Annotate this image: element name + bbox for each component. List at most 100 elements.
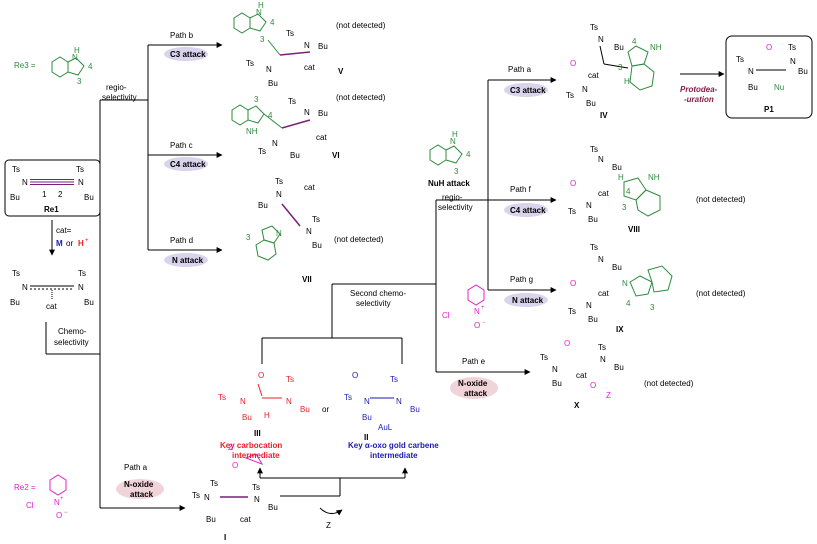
- svg-text:cat: cat: [588, 71, 599, 80]
- svg-text:selectivity: selectivity: [356, 299, 391, 308]
- svg-text:Bu: Bu: [588, 315, 598, 324]
- svg-text:Ts: Ts: [246, 59, 254, 68]
- compound-X: O Ts Ts N N Bu cat Bu O Z (not detected)…: [540, 339, 694, 410]
- path-e-pill: [450, 377, 498, 399]
- svg-text:III: III: [254, 429, 261, 438]
- svg-text:N: N: [22, 178, 28, 187]
- svg-text:Cl: Cl: [442, 311, 450, 320]
- re3-label: Re3 =: [14, 61, 36, 70]
- svg-text:Bu: Bu: [290, 151, 300, 160]
- svg-text:Ts: Ts: [344, 393, 352, 402]
- svg-text:N: N: [598, 35, 604, 44]
- svg-text:Bu: Bu: [614, 43, 624, 52]
- svg-text:Ts: Ts: [76, 165, 84, 174]
- svg-text:Bu: Bu: [84, 298, 94, 307]
- svg-text:N: N: [586, 201, 592, 210]
- svg-text:NuH attack: NuH attack: [428, 179, 470, 188]
- svg-text:Second chemo-: Second chemo-: [350, 289, 406, 298]
- svg-text:selectivity: selectivity: [102, 93, 137, 102]
- svg-text:X: X: [574, 401, 580, 410]
- svg-text:Ts: Ts: [540, 353, 548, 362]
- svg-text:N: N: [748, 67, 754, 76]
- svg-text:M: M: [56, 239, 63, 248]
- svg-text:or: or: [322, 405, 329, 414]
- svg-text:Path f: Path f: [510, 185, 532, 194]
- svg-text:4: 4: [632, 37, 637, 46]
- svg-text:3: 3: [77, 77, 82, 86]
- svg-text:regio-: regio-: [442, 193, 463, 202]
- svg-text:N: N: [582, 85, 588, 94]
- compound-VII: Ts N Bu cat N Ts Bu 3 N (not detected) V…: [246, 177, 384, 284]
- svg-text:O: O: [258, 371, 264, 380]
- svg-text:N: N: [72, 53, 78, 62]
- svg-text:Z: Z: [326, 521, 331, 530]
- svg-text:Bu: Bu: [10, 193, 20, 202]
- compound-IV: Ts N Bu O cat N Ts Bu NH 4 3 H IV: [566, 23, 662, 120]
- svg-text:cat: cat: [240, 515, 251, 524]
- svg-text:4: 4: [270, 18, 275, 27]
- svg-text:O: O: [766, 43, 772, 52]
- svg-text:IX: IX: [616, 325, 624, 334]
- compound-VIII: Ts N Bu O cat N Ts Bu NH H 4 3 (not dete…: [568, 145, 746, 234]
- svg-text:Ts: Ts: [390, 375, 398, 384]
- svg-text:3: 3: [622, 203, 627, 212]
- svg-text:N: N: [304, 41, 310, 50]
- svg-text:4: 4: [626, 187, 631, 196]
- svg-text:Bu: Bu: [10, 298, 20, 307]
- product-P1: O Ts Ts N N Bu Bu Nu P1: [725, 35, 813, 119]
- svg-text:Bu: Bu: [410, 405, 420, 414]
- svg-text:cat: cat: [598, 289, 609, 298]
- path-d-pill: [164, 253, 208, 267]
- svg-text:Z: Z: [228, 443, 233, 452]
- svg-text:N: N: [552, 365, 558, 374]
- svg-text:Ts: Ts: [258, 147, 266, 156]
- svg-text:N: N: [266, 65, 272, 74]
- svg-text:C4 attack: C4 attack: [510, 206, 546, 215]
- svg-text:O: O: [570, 59, 576, 68]
- svg-text:−: −: [64, 510, 68, 516]
- svg-text:Bu: Bu: [552, 379, 562, 388]
- svg-text:N: N: [598, 255, 604, 264]
- svg-text:Ts: Ts: [275, 177, 283, 186]
- svg-text:Bu: Bu: [748, 83, 758, 92]
- svg-text:Bu: Bu: [318, 42, 328, 51]
- svg-text:N: N: [306, 227, 312, 236]
- svg-text:intermediate: intermediate: [232, 451, 280, 460]
- svg-text:N-oxide: N-oxide: [124, 480, 154, 489]
- svg-text:N: N: [78, 178, 84, 187]
- svg-text:+: +: [85, 238, 89, 244]
- svg-text:VII: VII: [302, 275, 312, 284]
- svg-text:Ts: Ts: [598, 343, 606, 352]
- svg-text:intermediate: intermediate: [370, 451, 418, 460]
- svg-text:3: 3: [454, 167, 459, 176]
- svg-text:Ts: Ts: [12, 165, 20, 174]
- svg-text:Bu: Bu: [318, 109, 328, 118]
- svg-text:cat: cat: [316, 133, 327, 142]
- svg-text:−: −: [482, 320, 486, 326]
- svg-text:N attack: N attack: [172, 256, 204, 265]
- re1-label: Re1: [44, 205, 59, 214]
- svg-text:H: H: [258, 1, 264, 10]
- svg-text:3: 3: [246, 233, 251, 242]
- svg-text:V: V: [338, 67, 344, 76]
- svg-text:N: N: [598, 155, 604, 164]
- svg-text:N: N: [286, 397, 292, 406]
- svg-text:Path d: Path d: [170, 236, 193, 245]
- svg-text:cat: cat: [46, 302, 57, 311]
- path-b-pill: [164, 47, 208, 61]
- svg-text:(not detected): (not detected): [336, 21, 386, 30]
- pyridine-n-oxide-2: Cl N + O −: [442, 284, 486, 330]
- svg-text:N: N: [22, 283, 28, 292]
- svg-text:Protodea-: Protodea-: [680, 85, 718, 94]
- re1-box: Ts Ts N N Bu Bu 1 2 Re1: [4, 159, 101, 217]
- svg-text:4: 4: [88, 62, 93, 71]
- svg-text:N: N: [304, 108, 310, 117]
- svg-text:Ts: Ts: [568, 307, 576, 316]
- compound-II: O Ts Ts N N Bu Bu AuL II Key α-oxo gold …: [344, 371, 439, 460]
- svg-text:Chemo-: Chemo-: [58, 327, 87, 336]
- compound-VI: 3 4 NH Ts N Bu cat N Ts Bu (not detected…: [231, 93, 386, 160]
- svg-text:Bu: Bu: [586, 99, 596, 108]
- svg-text:-uration: -uration: [684, 95, 714, 104]
- svg-text:Bu: Bu: [84, 193, 94, 202]
